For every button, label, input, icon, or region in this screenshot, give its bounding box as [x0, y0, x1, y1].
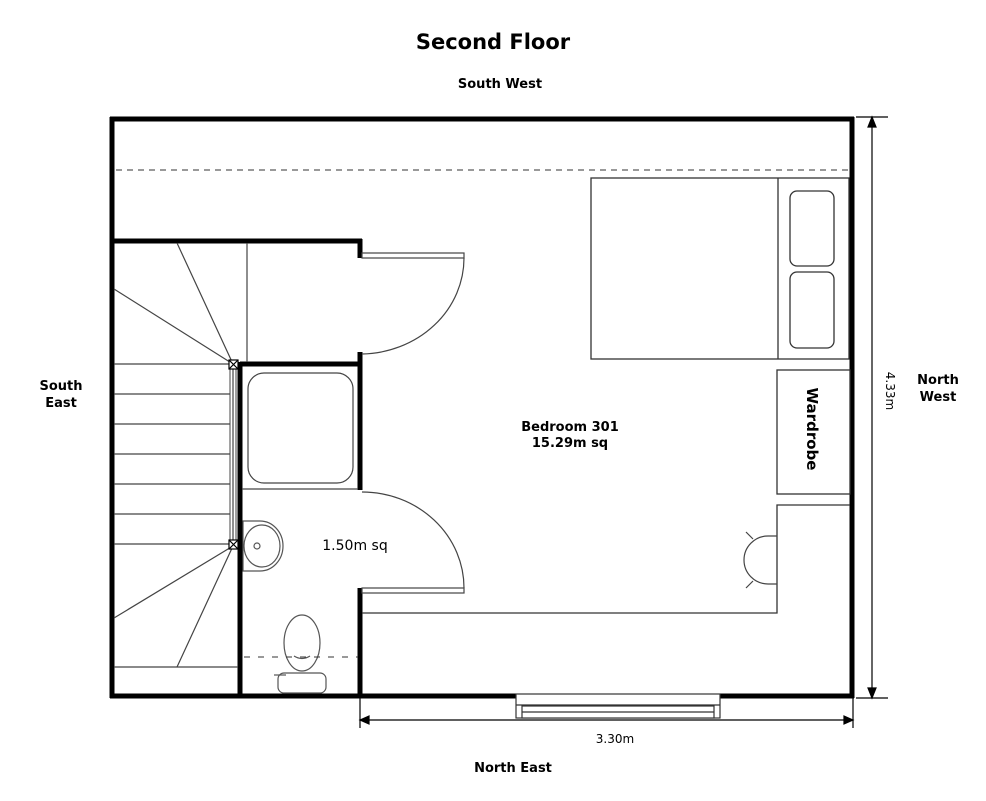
- bathroom-door: [361, 491, 465, 594]
- height-dimension: [856, 115, 888, 700]
- sink: [242, 520, 284, 572]
- bedroom-door: [361, 252, 465, 355]
- orientation-right-line1: North: [917, 373, 959, 388]
- bedroom-label: Bedroom 301 15.29m sq: [470, 420, 670, 452]
- height-dimension-label: 4.33m: [883, 371, 897, 411]
- wardrobe: [776, 369, 851, 495]
- staircase: [113, 242, 248, 668]
- window: [515, 693, 721, 719]
- orientation-top-label: South West: [457, 77, 543, 92]
- width-dimension-label: 3.30m: [595, 732, 635, 746]
- outer-walls: [109, 116, 855, 699]
- orientation-right-line2: West: [919, 390, 957, 405]
- toilet: [274, 614, 327, 694]
- orientation-left-line1: South: [39, 379, 83, 394]
- internal-walls: [112, 238, 363, 698]
- bedroom-area: 15.29m sq: [531, 436, 609, 451]
- orientation-left-label: South East: [20, 378, 102, 412]
- orientation-bottom-label: North East: [474, 761, 552, 776]
- bed: [590, 177, 850, 360]
- desk: [362, 504, 850, 614]
- page-title: Second Floor: [415, 30, 571, 54]
- orientation-right-label: North West: [898, 372, 978, 406]
- shower-tray: [247, 372, 354, 484]
- bedroom-name: Bedroom 301: [521, 420, 619, 435]
- wardrobe-label: Wardrobe: [803, 387, 821, 471]
- width-dimension: [358, 698, 855, 728]
- bathroom-area: 1.50m sq: [322, 538, 388, 554]
- orientation-left-line2: East: [45, 396, 77, 411]
- desk-chair: [743, 531, 777, 589]
